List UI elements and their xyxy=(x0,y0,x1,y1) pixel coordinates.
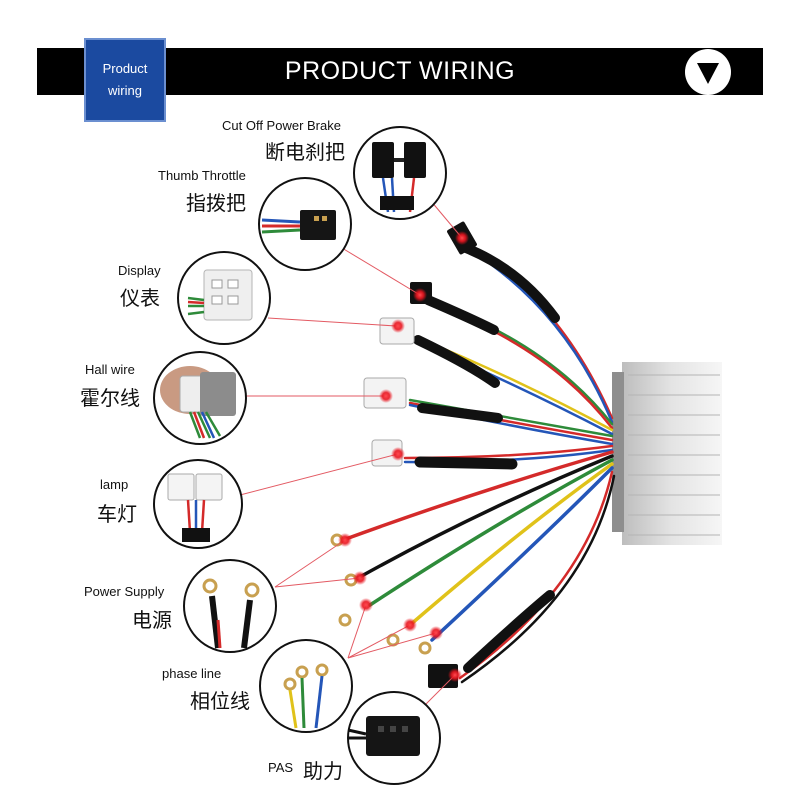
pointer-lines xyxy=(239,187,463,713)
detail-circle-hall xyxy=(153,351,247,445)
label-lamp-en: lamp xyxy=(100,477,129,492)
detail-circle-throttle xyxy=(258,177,352,271)
detail-circle-power xyxy=(183,559,277,653)
down-triangle-icon xyxy=(697,63,719,84)
badge-line-2: wiring xyxy=(108,83,142,98)
product-wiring-badge: Product wiring xyxy=(84,38,166,122)
label-display-en: Display xyxy=(118,263,161,278)
detail-circle-lamp xyxy=(153,459,243,549)
scroll-down-button[interactable] xyxy=(685,49,731,95)
page-title: PRODUCT WIRING xyxy=(284,57,516,85)
label-power-cn: 电源 xyxy=(132,608,172,632)
label-power-en: Power Supply xyxy=(84,584,165,599)
label-phase-cn: 相位线 xyxy=(190,689,250,713)
label-pas-cn: 助力 xyxy=(303,759,343,783)
wire-bundle xyxy=(341,243,616,684)
detail-circle-display xyxy=(177,251,271,345)
label-brake-en: Cut Off Power Brake xyxy=(222,118,341,133)
badge-line-1: Product xyxy=(102,61,148,76)
detail-circle-phase xyxy=(259,639,353,733)
label-pas-en: PAS xyxy=(268,760,294,775)
label-throttle-cn: 指拨把 xyxy=(186,191,246,215)
label-lamp-cn: 车灯 xyxy=(97,502,137,526)
controller-box xyxy=(612,362,722,545)
label-display-cn: 仪表 xyxy=(120,286,160,310)
red-markers xyxy=(338,231,469,682)
label-brake-cn: 断电刹把 xyxy=(265,140,345,164)
detail-circle-pas xyxy=(347,691,441,785)
label-hall-cn: 霍尔线 xyxy=(80,386,140,410)
label-throttle-en: Thumb Throttle xyxy=(158,168,246,183)
detail-circle-brake xyxy=(353,126,447,220)
label-phase-en: phase line xyxy=(162,666,222,681)
label-hall-en: Hall wire xyxy=(85,362,135,377)
